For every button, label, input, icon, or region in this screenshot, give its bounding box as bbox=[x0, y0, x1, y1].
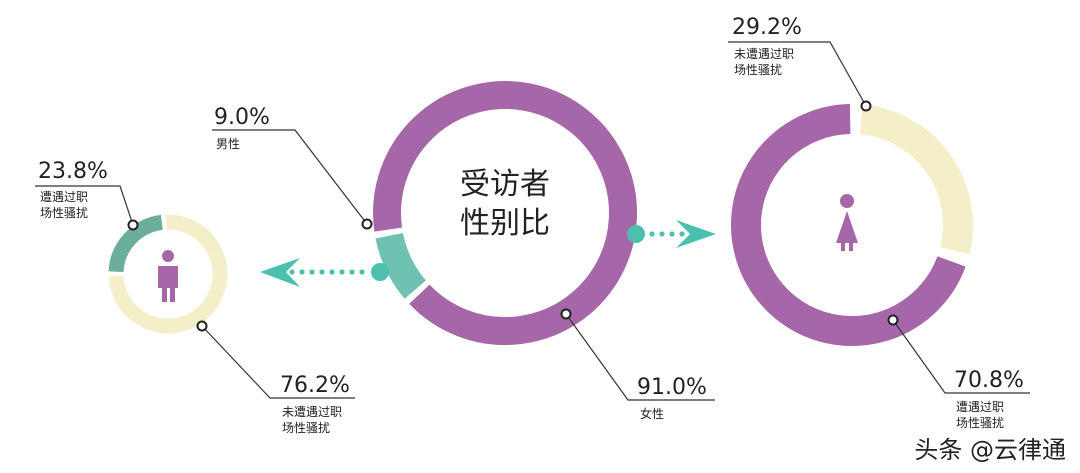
data-label-male-not-harassed-value: 76.2% bbox=[280, 373, 350, 398]
marker-male bbox=[361, 218, 373, 230]
data-label-male-harassed-line1: 遭遇过职 bbox=[40, 190, 88, 204]
arrow-dot bbox=[309, 269, 315, 275]
arrow-dot bbox=[289, 269, 295, 275]
leader-female-harassed bbox=[892, 319, 1030, 394]
arrow-dot bbox=[329, 269, 335, 275]
arrow-dot bbox=[649, 231, 655, 237]
female-person-icon bbox=[836, 194, 858, 251]
donut-rings bbox=[108, 81, 973, 346]
data-label-female-not-harassed-value: 29.2% bbox=[732, 15, 802, 40]
data-label-male-name: 男性 bbox=[216, 137, 240, 151]
leader-female bbox=[565, 313, 715, 401]
arrow-dot bbox=[319, 269, 325, 275]
data-label-female-harassed-line2: 场性骚扰 bbox=[956, 416, 1004, 430]
arrow-dots-right bbox=[649, 231, 685, 237]
pie-slice-female-not-harassed bbox=[859, 104, 973, 255]
center-title-line2: 性别比 bbox=[460, 206, 550, 241]
pie-slice-male-harassed bbox=[108, 214, 164, 273]
marker-female bbox=[560, 308, 572, 320]
data-label-female-not-harassed-line1: 未遭遇过职 bbox=[734, 47, 794, 61]
leader-female-not-harassed bbox=[728, 41, 867, 107]
arrow-dot bbox=[359, 269, 365, 275]
pie-slice-female-harassed bbox=[731, 104, 966, 346]
marker-female-not-harassed bbox=[860, 100, 872, 112]
data-label-female-harassed-line1: 遭遇过职 bbox=[956, 400, 1004, 414]
pie-slice-female bbox=[373, 81, 637, 345]
arrow-to-male bbox=[260, 258, 389, 287]
marker-male-harassed bbox=[127, 219, 139, 231]
data-label-female-not-harassed-line2: 场性骚扰 bbox=[734, 63, 782, 77]
data-label-female-name: 女性 bbox=[640, 406, 664, 421]
marker-male-not-harassed bbox=[196, 320, 208, 332]
marker-female-harassed bbox=[887, 314, 899, 326]
arrow-knob-left bbox=[371, 263, 389, 281]
arrow-dot bbox=[679, 231, 685, 237]
center-title-line1: 受访者 bbox=[460, 167, 550, 202]
arrow-to-female bbox=[627, 220, 716, 248]
data-label-male-harassed-value: 23.8% bbox=[38, 159, 108, 184]
pie-slice-male bbox=[375, 232, 427, 299]
leader-male bbox=[212, 129, 368, 225]
data-label-male-harassed-line2: 场性骚扰 bbox=[40, 206, 88, 220]
data-label-male-not-harassed-line2: 场性骚扰 bbox=[282, 421, 330, 435]
arrow-dot bbox=[339, 269, 345, 275]
arrow-dot bbox=[349, 269, 355, 275]
arrow-head-right bbox=[676, 220, 716, 248]
data-label-female-harassed-value: 70.8% bbox=[954, 368, 1024, 393]
leader-male-not-harassed bbox=[201, 325, 355, 399]
data-label-male-value: 9.0% bbox=[214, 105, 270, 130]
arrow-dot bbox=[669, 231, 675, 237]
pie-slice-male-not-harassed bbox=[108, 214, 228, 334]
arrow-knob-right bbox=[627, 225, 645, 243]
arrow-head-left bbox=[260, 258, 300, 287]
male-person-icon bbox=[158, 250, 178, 302]
data-label-female-value: 91.0% bbox=[637, 375, 707, 400]
arrow-dot bbox=[659, 231, 665, 237]
data-label-male-not-harassed-line1: 未遭遇过职 bbox=[282, 405, 342, 419]
leader-male-harassed bbox=[35, 185, 134, 226]
arrow-dot bbox=[299, 269, 305, 275]
watermark: 头条 @云律通 bbox=[914, 436, 1066, 464]
arrow-dots-left bbox=[289, 269, 365, 275]
